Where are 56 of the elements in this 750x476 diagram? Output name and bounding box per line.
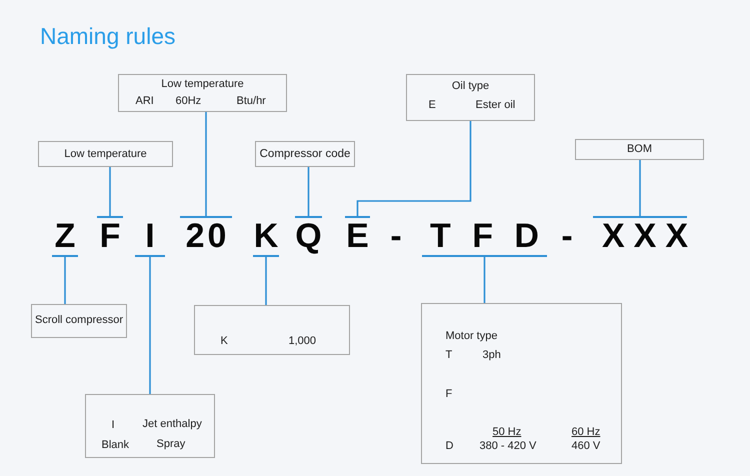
dash-separator: - [390, 217, 402, 256]
page-title: Naming rules [40, 22, 176, 50]
description-box [255, 141, 355, 167]
meaning-label: Spray [156, 436, 186, 450]
box-title: BOM [626, 142, 652, 156]
code-label: D [446, 438, 454, 452]
leader-line [294, 167, 323, 218]
description-box [194, 305, 350, 355]
description-box [31, 304, 127, 338]
box-title: Compressor code [260, 146, 350, 160]
leader-line [421, 255, 548, 303]
code-label: Blank [102, 438, 130, 452]
code-letter: I [135, 217, 165, 256]
value-label: 60Hz [176, 94, 202, 108]
description-box [85, 394, 215, 458]
dash-separator: - [561, 217, 573, 256]
code-letter: F [97, 217, 123, 256]
description-box [406, 74, 535, 121]
value-label: Btu/hr [236, 94, 266, 108]
code-label: ARI [136, 94, 154, 108]
code-letter: Z [52, 217, 78, 256]
leader-line [96, 167, 124, 218]
box-title: Low temperature [64, 146, 147, 160]
value-label: 380 - 420 V [480, 438, 536, 452]
column-header: 60 Hz [572, 424, 600, 438]
description-box [421, 303, 622, 464]
code-label: I [112, 418, 115, 432]
leader-line [592, 160, 688, 218]
leader-line [344, 121, 472, 218]
leader-line [252, 255, 280, 305]
code-digits: 20 [180, 217, 232, 256]
meaning-label: Ester oil [476, 98, 516, 112]
box-title: Scroll compressor [34, 312, 124, 326]
code-label: E [428, 98, 436, 112]
leader-line [51, 255, 79, 304]
meaning-label: Jet enthalpy [142, 416, 202, 430]
description-box [38, 141, 173, 167]
leader-line [179, 112, 233, 218]
code-letters: XXX [593, 217, 687, 256]
meaning-label: 3ph [482, 348, 501, 362]
description-box [118, 74, 287, 112]
code-label: F [446, 386, 452, 400]
box-title: Oil type [452, 78, 490, 92]
code-letter: K [253, 217, 279, 256]
box-title: Low temperature [161, 76, 244, 90]
column-header: 50 Hz [492, 424, 522, 438]
description-box [575, 139, 704, 160]
box-title: Motor type [446, 328, 498, 342]
value-label: 1,000 [288, 334, 316, 348]
leader-line [134, 255, 166, 394]
code-letter: E [345, 217, 370, 256]
code-letters: T F D [422, 217, 547, 256]
code-label: T [446, 348, 452, 362]
value-label: 460 V [572, 438, 600, 452]
code-label: K [220, 334, 228, 348]
code-letter: Q [295, 217, 322, 256]
